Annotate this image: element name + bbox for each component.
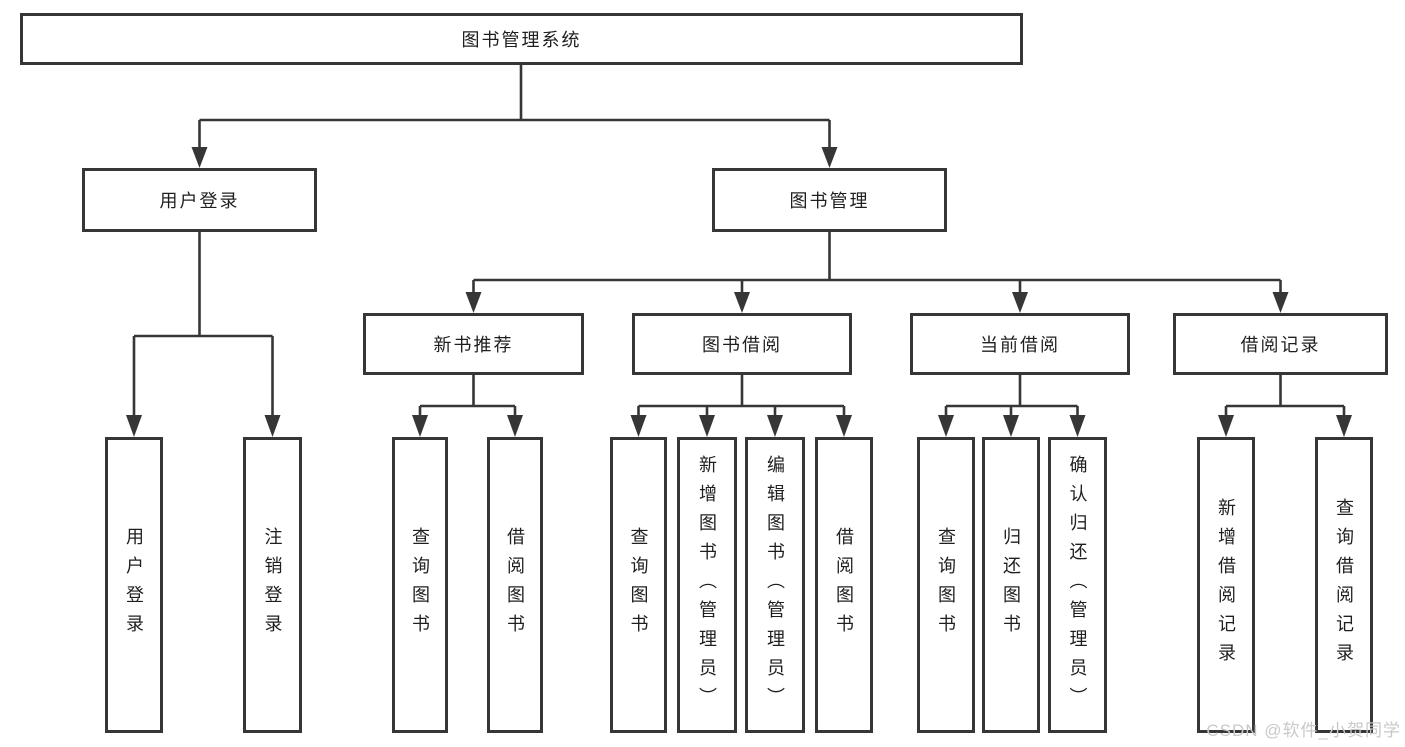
connector-current-borrowing-to-leaves <box>938 375 1086 437</box>
connector-book-borrowing-to-leaves <box>630 375 852 437</box>
leaf-user-login: 用户登录 <box>105 437 163 733</box>
connector-book-management-to-level3 <box>465 232 1289 313</box>
leaf-add-borrow-record: 新增借阅记录 <box>1197 437 1255 733</box>
leaf-borrow-books: 借阅图书 <box>815 437 873 733</box>
leaf-query-books-current: 查询图书 <box>917 437 975 733</box>
node-book-management: 图书管理 <box>712 168 947 232</box>
leaf-confirm-return-admin: 确认归还（管理员） <box>1048 437 1107 733</box>
leaf-return-books: 归还图书 <box>982 437 1040 733</box>
connector-user-login-to-leaves <box>126 232 281 437</box>
leaf-query-borrow-record: 查询借阅记录 <box>1315 437 1373 733</box>
leaf-query-books-recommend: 查询图书 <box>392 437 448 733</box>
node-user-login: 用户登录 <box>82 168 317 232</box>
leaf-borrow-books-recommend: 借阅图书 <box>487 437 543 733</box>
connector-new-book-recommend-to-leaves <box>412 375 523 437</box>
node-new-book-recommend: 新书推荐 <box>363 313 584 375</box>
csdn-watermark: CSDN @软件_小贺同学 <box>1206 721 1401 740</box>
node-borrowing-records: 借阅记录 <box>1173 313 1388 375</box>
connector-root-to-level2 <box>191 63 838 168</box>
node-current-borrowing: 当前借阅 <box>910 313 1130 375</box>
node-book-borrowing: 图书借阅 <box>632 313 852 375</box>
leaf-query-books-borrowing: 查询图书 <box>610 437 667 733</box>
node-library-management-system: 图书管理系统 <box>20 13 1023 65</box>
leaf-edit-books-admin: 编辑图书（管理员） <box>745 437 805 733</box>
leaf-add-books-admin: 新增图书（管理员） <box>677 437 737 733</box>
connector-borrowing-records-to-leaves <box>1218 375 1352 437</box>
leaf-logout: 注销登录 <box>243 437 302 733</box>
